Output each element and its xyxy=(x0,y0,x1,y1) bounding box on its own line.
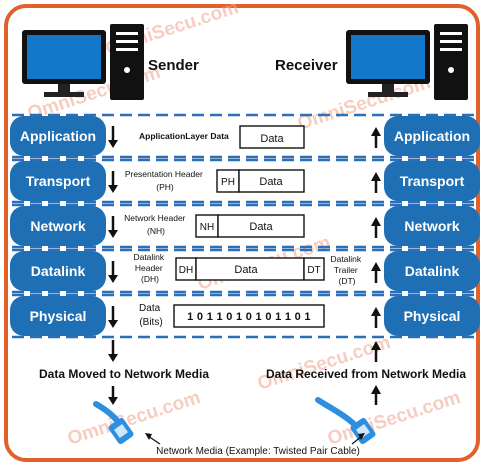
network-media-caption: Network Media (Example: Twisted Pair Cab… xyxy=(156,446,360,457)
datalink-dt-box xyxy=(303,257,325,281)
transport-data-box xyxy=(238,169,305,193)
watermark: OmniSecu.com xyxy=(255,332,393,395)
receiver-layer-datalink xyxy=(384,251,480,291)
receiver-layer-transport xyxy=(384,161,480,201)
layer-label: Network xyxy=(30,218,85,234)
receiver-layer-network xyxy=(384,206,480,246)
datalink-header-label: Datalink Header (DH) xyxy=(133,252,166,284)
data-received-caption: Data Received from Network Media xyxy=(266,367,466,381)
sender-layer-network xyxy=(10,206,106,246)
sender-down-arrows xyxy=(108,126,118,405)
layer-label: Datalink xyxy=(31,263,86,279)
datalink-trailer-label: Datalink Trailer (DT) xyxy=(330,254,363,286)
receiver-layer-physical xyxy=(384,296,480,336)
application-data-label: ApplicationLayer Data xyxy=(139,131,229,141)
layer-dashed-lines xyxy=(12,113,478,339)
data-box-label: Data xyxy=(249,221,273,233)
sender-computer-icon xyxy=(22,24,144,100)
receiver-label: Receiver xyxy=(275,57,338,74)
network-data-box xyxy=(217,214,305,238)
physical-data-label: Data (Bits) xyxy=(139,303,163,328)
bits-label: 1 0 1 1 0 1 0 1 0 1 1 0 1 xyxy=(187,311,311,323)
transport-header-label: Presentation Header (PH) xyxy=(125,169,205,192)
layer-label: Transport xyxy=(400,173,465,189)
layer-label: Application xyxy=(394,128,470,144)
layer-label: Application xyxy=(20,128,96,144)
sender-layer-stack: Application Transport Network Datalink P… xyxy=(10,116,106,336)
receiver-layer-stack: Application Transport Network Datalink P… xyxy=(384,116,480,336)
layer-label: Physical xyxy=(404,308,461,324)
dh-label: DH xyxy=(179,265,193,276)
receiver-computer-icon xyxy=(346,24,468,100)
physical-bits-box xyxy=(173,304,325,328)
watermark: OmniSecu.com xyxy=(65,387,203,450)
ph-label: PH xyxy=(221,177,235,188)
data-box-label: Data xyxy=(260,133,284,145)
application-data-box xyxy=(239,125,305,149)
receiver-layer-application xyxy=(384,116,480,156)
media-pointer-arrows xyxy=(145,433,365,445)
receiver-up-arrows xyxy=(371,127,381,405)
data-box-label: Data xyxy=(234,264,258,276)
data-moved-caption: Data Moved to Network Media xyxy=(39,367,209,381)
layer-label: Network xyxy=(404,218,459,234)
sender-layer-physical xyxy=(10,296,106,336)
data-box-label: Data xyxy=(259,176,283,188)
layer-label: Physical xyxy=(30,308,87,324)
sender-layer-transport xyxy=(10,161,106,201)
sender-layer-application xyxy=(10,116,106,156)
dt-label: DT xyxy=(307,265,320,276)
layer-label: Datalink xyxy=(405,263,460,279)
layer-label: Transport xyxy=(26,173,91,189)
network-header-label: Network Header (NH) xyxy=(124,213,188,236)
nh-label: NH xyxy=(200,222,214,233)
sender-cable-icon xyxy=(93,401,134,444)
sender-layer-datalink xyxy=(10,251,106,291)
sender-label: Sender xyxy=(148,57,199,74)
